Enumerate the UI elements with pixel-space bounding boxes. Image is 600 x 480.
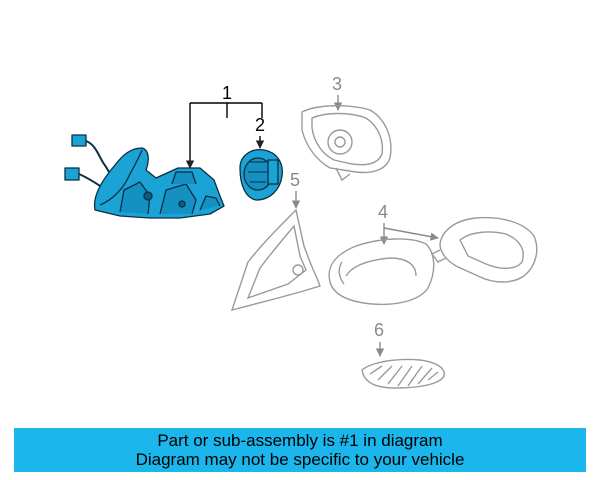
callout-4-label: 4 [378, 202, 388, 222]
parts-diagram: 1 2 3 [64, 74, 538, 389]
mirror-cap-upper [430, 216, 538, 283]
callout-4: 4 [378, 202, 439, 245]
callout-5-label: 5 [290, 170, 300, 190]
caption-line-2: Diagram may not be specific to your vehi… [135, 450, 465, 469]
mirror-glass-backing [301, 105, 392, 182]
caption-line-1: Part or sub-assembly is #1 in diagram [157, 431, 443, 450]
callout-3-label: 3 [332, 74, 342, 94]
callout-2-label: 2 [255, 115, 265, 135]
mirror-base-cover [230, 208, 321, 312]
callout-2: 2 [255, 115, 265, 149]
callout-6: 6 [374, 320, 385, 357]
callout-1-label: 1 [222, 83, 232, 103]
mirror-housing-assembly [64, 134, 225, 219]
mirror-motor [239, 149, 283, 201]
callout-6-label: 6 [374, 320, 384, 340]
mirror-cap-lower [328, 238, 435, 306]
callout-5: 5 [290, 170, 301, 209]
callout-1: 1 [185, 83, 263, 169]
turn-signal-lamp [361, 358, 445, 389]
callout-3: 3 [332, 74, 343, 111]
caption-banner: Part or sub-assembly is #1 in diagram Di… [14, 428, 586, 472]
